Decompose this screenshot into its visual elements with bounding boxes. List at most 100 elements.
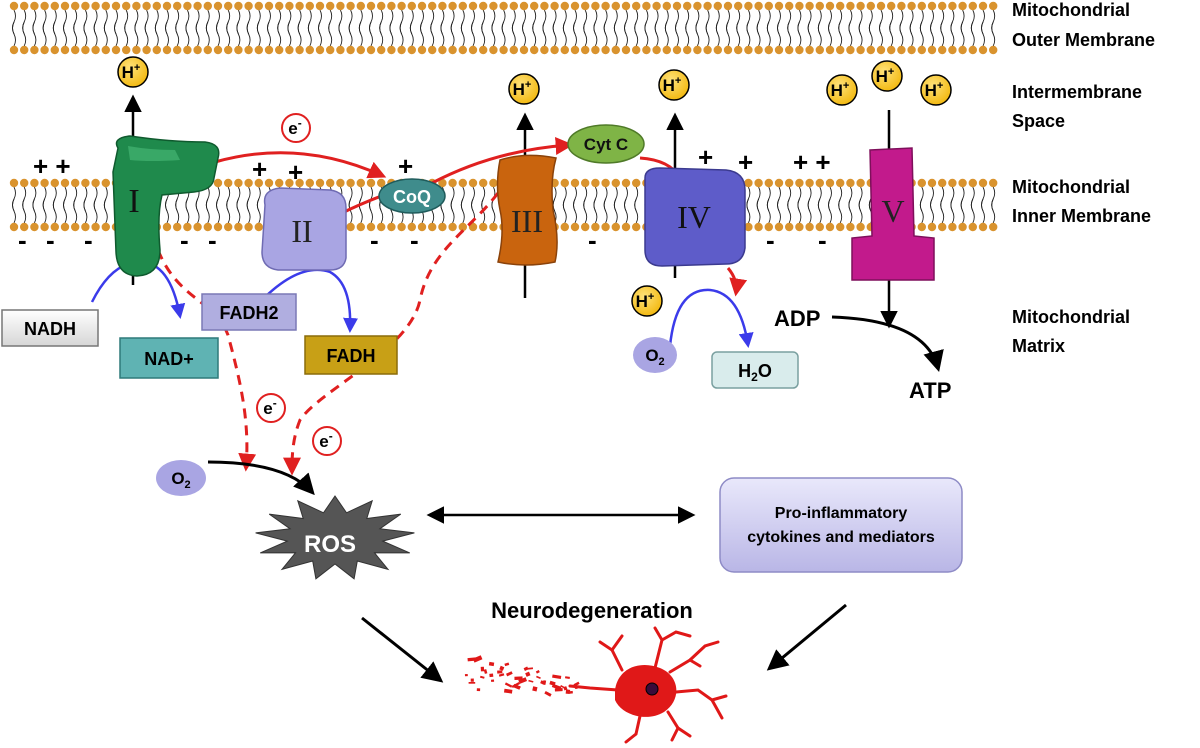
lipid-tail (777, 21, 781, 47)
oxygen-ros: O2 (156, 460, 206, 496)
lipid-head (754, 222, 763, 232)
lipid-head (479, 222, 488, 232)
lipid-tail (573, 198, 577, 224)
lipid-tail (460, 198, 465, 224)
lipid-head (458, 222, 467, 232)
lipid-head (275, 45, 284, 55)
axon-fragment (525, 671, 531, 677)
lipid-head (734, 1, 743, 11)
lipid-head (570, 1, 580, 11)
lipid-head (173, 1, 182, 11)
minus-sign: - (208, 225, 217, 255)
lipid-tail (766, 21, 771, 47)
lipid-head (948, 178, 957, 188)
lipid-head (162, 1, 172, 11)
lipid-head (81, 45, 90, 55)
axon-fragment (498, 673, 505, 677)
adp-atp-arrow (831, 315, 944, 373)
lipid-tail (83, 21, 88, 47)
proton-circle (871, 60, 903, 92)
lipid-head (336, 178, 345, 188)
ros-neuron-arrow (361, 616, 444, 683)
lipid-tail (63, 21, 67, 47)
lipid-tail (848, 198, 853, 224)
lipid-tail (756, 21, 761, 47)
lipid-head (173, 222, 182, 232)
water-h: H (738, 361, 751, 381)
lipid-head (672, 45, 682, 55)
lipid-head (723, 1, 733, 11)
proton-label: H+ (831, 80, 850, 100)
lipid-head (989, 222, 998, 232)
lipid-tail (185, 21, 190, 47)
lipid-tail (216, 21, 220, 47)
lipid-head (785, 178, 794, 188)
lipid-tail (195, 198, 200, 224)
lipid-head (591, 45, 600, 55)
lipid-head (560, 1, 569, 11)
lipid-head (264, 45, 274, 55)
lipid-head (621, 45, 631, 55)
lipid-tail (552, 21, 557, 47)
lipid-head (744, 178, 753, 188)
proton-circle (920, 74, 952, 106)
lipid-tail (797, 198, 802, 224)
complex-v: V (851, 147, 935, 281)
lipid-head (591, 222, 600, 232)
fadh2-label: FADH2 (219, 303, 278, 323)
lipid-head (346, 178, 355, 188)
lipid-head (846, 222, 855, 232)
lipid-tail (868, 21, 873, 47)
intermembrane-label-2: Space (1012, 111, 1065, 131)
minus-sign: - (84, 225, 93, 255)
lipid-head (601, 222, 610, 232)
lipid-head (264, 1, 274, 11)
minus-sign: - (818, 225, 827, 255)
lipid-head (591, 178, 600, 188)
lipid-tail (766, 198, 771, 224)
lipid-head (295, 45, 304, 55)
lipid-head (264, 178, 274, 188)
lipid-tail (807, 21, 812, 47)
lipid-tail (348, 21, 353, 47)
nad-label: NAD+ (144, 349, 194, 369)
lipid-head (509, 45, 518, 55)
lipid-tail (73, 21, 78, 47)
lipid-head (224, 222, 233, 232)
lipid-head (642, 1, 651, 11)
lipid-tail (369, 198, 373, 224)
electron-label: e- (319, 429, 332, 451)
electron-icon: e- (256, 393, 286, 423)
lipid-head (601, 178, 610, 188)
proton-icon: H+ (631, 285, 663, 317)
lipid-head (713, 45, 722, 55)
lipid-head (101, 178, 111, 188)
lipid-head (672, 1, 682, 11)
lipid-head (438, 178, 447, 188)
axon-fragment (518, 677, 528, 684)
lipid-head (764, 178, 773, 188)
electron-label: e- (288, 116, 301, 138)
lipid-head (632, 222, 641, 232)
lipid-head (387, 222, 396, 232)
lipid-head (91, 1, 100, 11)
axon-fragment (499, 665, 505, 671)
lipid-head (856, 178, 865, 188)
lipid-head (30, 178, 39, 188)
plus-sign: + (288, 157, 303, 187)
lipid-tail (807, 198, 812, 224)
lipid-head (734, 45, 743, 55)
lipid-head (876, 45, 886, 55)
lipid-head (489, 178, 498, 188)
lipid-head (519, 45, 529, 55)
lipid-head (560, 222, 569, 232)
lipid-tail (817, 21, 822, 47)
lipid-head (509, 1, 518, 11)
lipid-head (132, 1, 141, 11)
nadh-box: NADH (1, 309, 99, 347)
lipid-tail (603, 21, 608, 47)
lipid-tail (22, 198, 27, 224)
lipid-head (346, 45, 355, 55)
lipid-head (866, 1, 875, 11)
water-label: H2O (738, 361, 772, 384)
